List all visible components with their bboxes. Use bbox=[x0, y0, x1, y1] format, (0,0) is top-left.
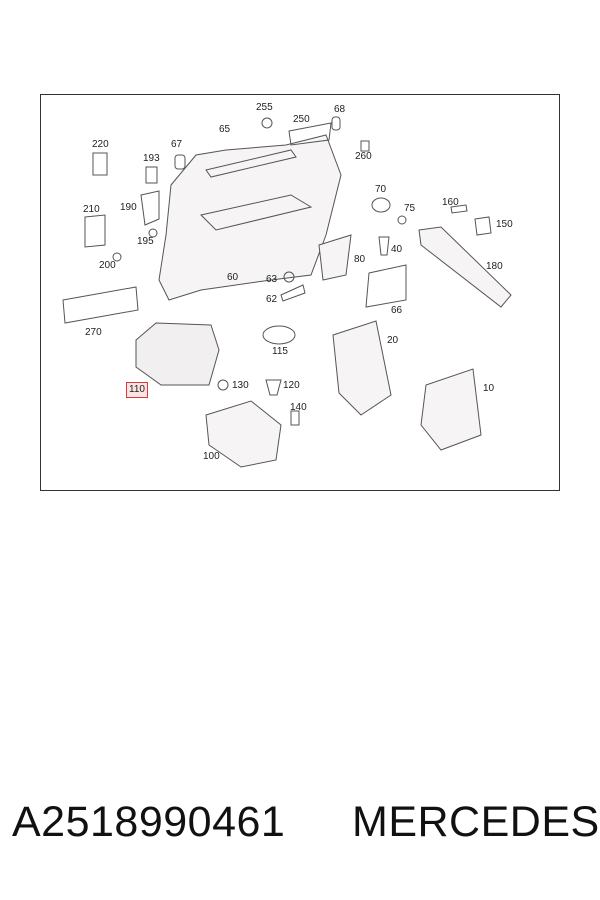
callout-140[interactable]: 140 bbox=[290, 402, 307, 413]
callout-100[interactable]: 100 bbox=[203, 451, 220, 462]
part-190-shape bbox=[140, 190, 160, 226]
callout-62[interactable]: 62 bbox=[266, 294, 278, 305]
callout-150[interactable]: 150 bbox=[496, 219, 513, 230]
callout-80[interactable]: 80 bbox=[354, 254, 366, 265]
callout-68[interactable]: 68 bbox=[334, 104, 346, 115]
part-220-shape bbox=[92, 152, 108, 176]
part-number: A2518990461 bbox=[12, 798, 286, 846]
part-40-shape bbox=[378, 236, 390, 256]
callout-195[interactable]: 195 bbox=[137, 236, 154, 247]
callout-66[interactable]: 66 bbox=[391, 305, 403, 316]
callout-65[interactable]: 65 bbox=[219, 124, 231, 135]
callout-200[interactable]: 200 bbox=[99, 260, 116, 271]
cover-100-shape bbox=[205, 400, 282, 468]
net-66-shape bbox=[365, 264, 407, 308]
clip-63-shape bbox=[283, 271, 295, 283]
part-70-shape bbox=[371, 197, 391, 213]
part-62-shape bbox=[280, 284, 306, 302]
tray-110-shape bbox=[135, 322, 220, 386]
part-193-shape bbox=[145, 166, 158, 184]
callout-110[interactable]: 110 bbox=[126, 382, 148, 398]
screw-75-shape bbox=[397, 215, 407, 225]
callout-130[interactable]: 130 bbox=[232, 380, 249, 391]
callout-210[interactable]: 210 bbox=[83, 204, 100, 215]
part-270-shape bbox=[62, 286, 139, 324]
callout-160[interactable]: 160 bbox=[442, 197, 459, 208]
callout-180[interactable]: 180 bbox=[486, 261, 503, 272]
screw-260-shape bbox=[360, 140, 370, 152]
side-panel-shape bbox=[158, 134, 342, 301]
panel-20-shape bbox=[332, 320, 392, 416]
callout-115[interactable]: 115 bbox=[272, 346, 288, 357]
callout-40[interactable]: 40 bbox=[391, 244, 403, 255]
callout-120[interactable]: 120 bbox=[283, 380, 300, 391]
callout-10[interactable]: 10 bbox=[483, 383, 495, 394]
bracket-250-shape bbox=[288, 122, 332, 146]
screw-200-shape bbox=[112, 252, 122, 262]
clip-130-shape bbox=[217, 379, 229, 391]
callout-63[interactable]: 63 bbox=[266, 274, 278, 285]
parts-diagram: 255 68 250 65 220 67 260 193 70 190 210 … bbox=[40, 94, 560, 491]
clip-120-shape bbox=[265, 379, 282, 396]
top-strip-shape bbox=[205, 149, 297, 178]
callout-75[interactable]: 75 bbox=[404, 203, 416, 214]
callout-220[interactable]: 220 bbox=[92, 139, 109, 150]
part-210-shape bbox=[84, 214, 106, 248]
callout-250[interactable]: 250 bbox=[293, 114, 310, 125]
cover-115-shape bbox=[262, 325, 296, 345]
callout-190[interactable]: 190 bbox=[120, 202, 137, 213]
clip-67-shape bbox=[174, 154, 186, 170]
clip-255-shape bbox=[261, 117, 273, 129]
callout-260[interactable]: 260 bbox=[355, 151, 372, 162]
part-80-shape bbox=[318, 234, 352, 281]
part-150-shape bbox=[474, 216, 492, 236]
callout-193[interactable]: 193 bbox=[143, 153, 160, 164]
clip-68-shape bbox=[331, 116, 341, 131]
panel-10-shape bbox=[420, 368, 482, 451]
brand-name: MERCEDES bbox=[352, 798, 600, 846]
screw-195-shape bbox=[148, 228, 158, 238]
caption: A2518990461 MERCEDES bbox=[0, 798, 600, 868]
parts-illustration bbox=[62, 116, 512, 468]
screw-160-shape bbox=[450, 204, 468, 214]
callout-70[interactable]: 70 bbox=[375, 184, 387, 195]
callout-270[interactable]: 270 bbox=[85, 327, 102, 338]
callout-67[interactable]: 67 bbox=[171, 139, 183, 150]
rail-180-shape bbox=[418, 226, 512, 308]
callout-20[interactable]: 20 bbox=[387, 335, 399, 346]
callout-255[interactable]: 255 bbox=[256, 102, 273, 113]
callout-60[interactable]: 60 bbox=[227, 272, 239, 283]
spring-140-shape bbox=[290, 410, 300, 426]
